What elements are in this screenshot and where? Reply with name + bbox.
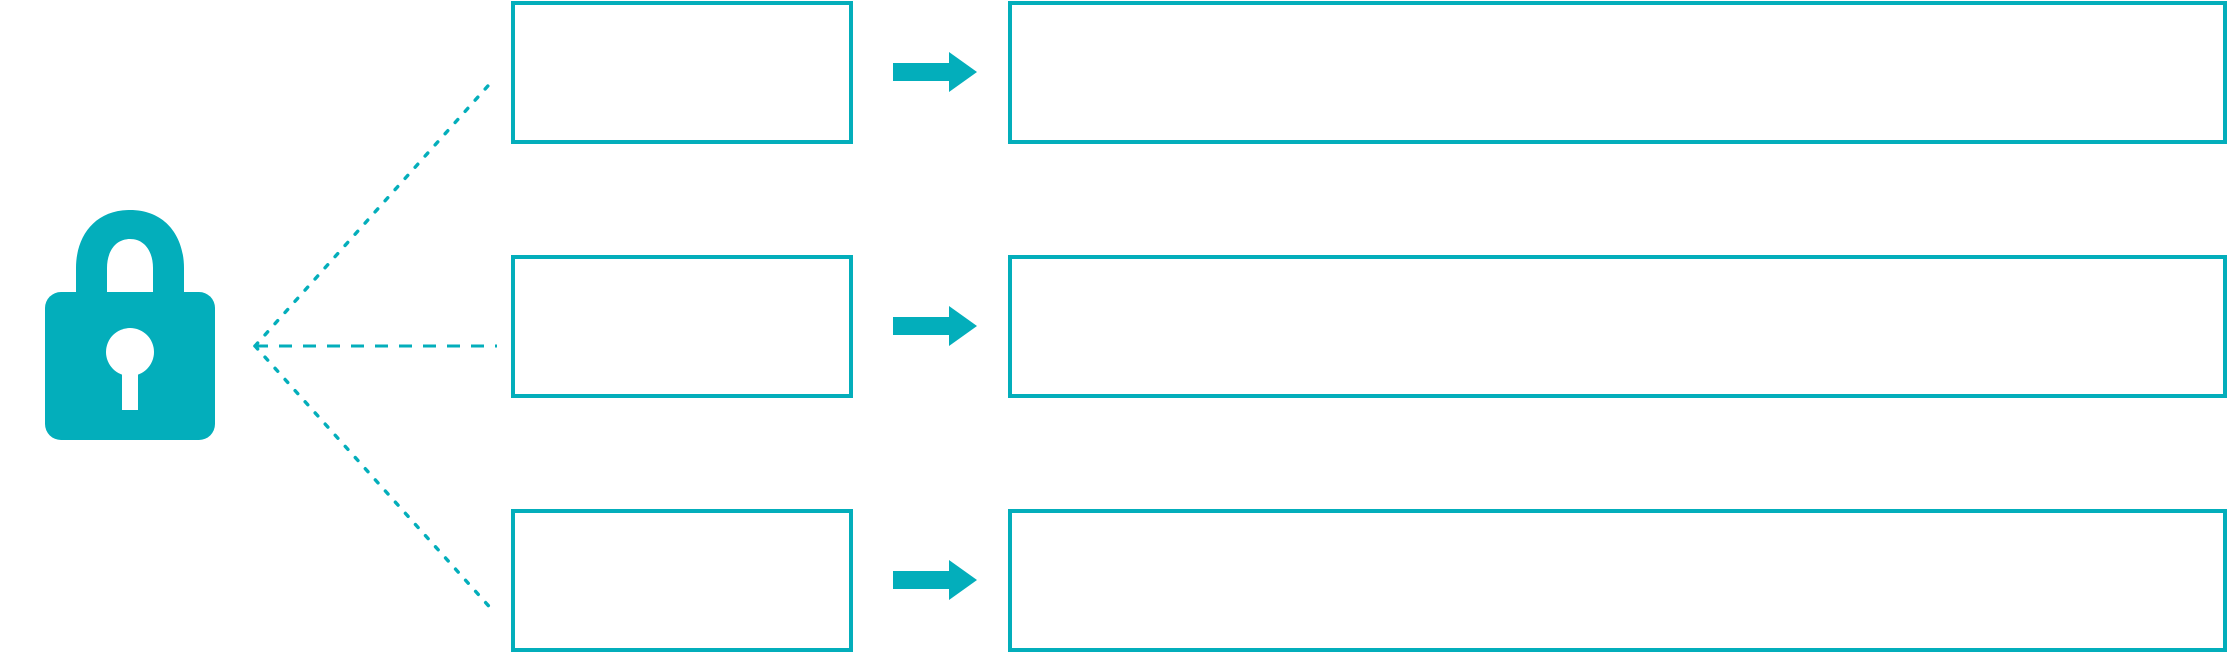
right-box-2-text bbox=[1012, 259, 2223, 394]
left-box-2-text bbox=[515, 259, 849, 394]
left-box-3[interactable] bbox=[511, 509, 853, 652]
right-box-1[interactable] bbox=[1008, 1, 2227, 144]
padlock-keyhole-stem bbox=[122, 362, 138, 410]
right-box-3[interactable] bbox=[1008, 509, 2227, 652]
arrow-right-icon-3 bbox=[893, 560, 977, 600]
left-box-1[interactable] bbox=[511, 1, 853, 144]
padlock-icon bbox=[40, 210, 220, 442]
padlock-keyhole-circle bbox=[106, 328, 154, 376]
left-box-2[interactable] bbox=[511, 255, 853, 398]
arrow-right-icon-2 bbox=[893, 306, 977, 346]
right-box-1-text bbox=[1012, 5, 2223, 140]
arrow-right-icon-1 bbox=[893, 52, 977, 92]
connector-to-row-1 bbox=[253, 76, 497, 348]
right-box-3-text bbox=[1012, 513, 2223, 648]
left-box-1-text bbox=[515, 5, 849, 140]
padlock-shackle bbox=[76, 210, 184, 302]
right-box-2[interactable] bbox=[1008, 255, 2227, 398]
left-box-3-text bbox=[515, 513, 849, 648]
connector-to-row-3 bbox=[253, 344, 497, 615]
